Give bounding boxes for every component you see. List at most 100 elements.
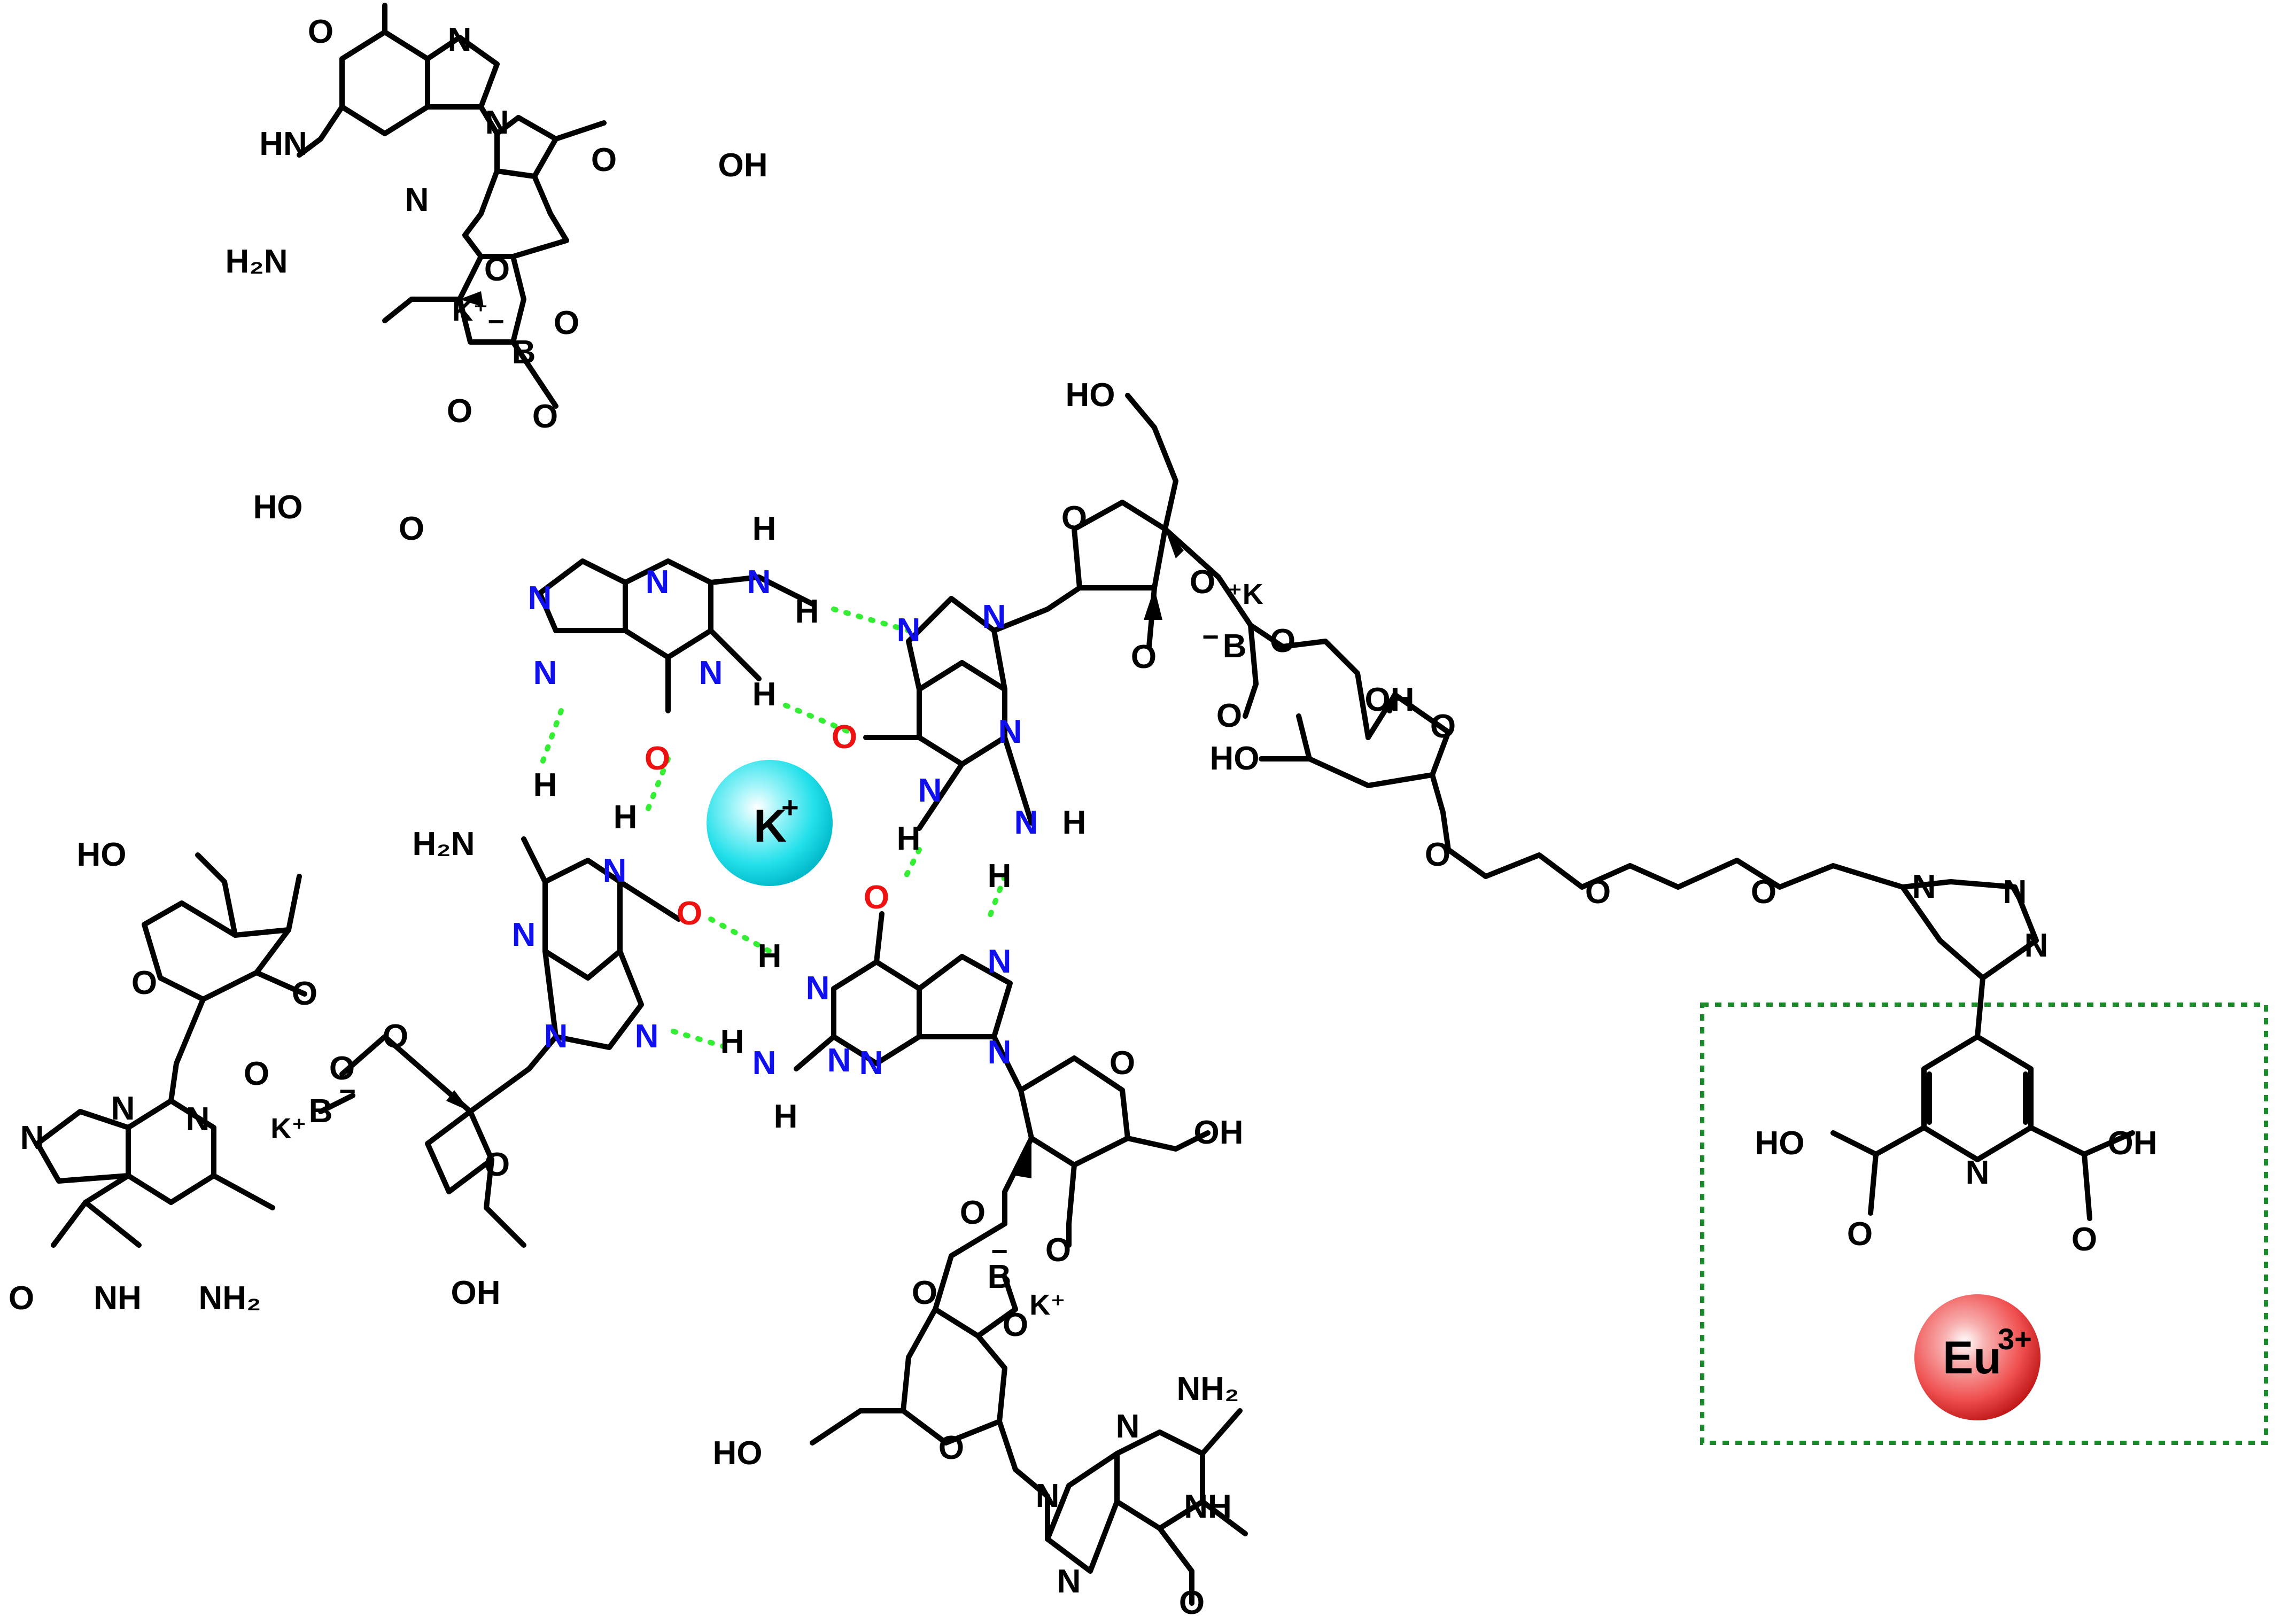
atom-label: O xyxy=(9,1280,34,1317)
bond xyxy=(532,174,569,243)
bond xyxy=(339,29,430,136)
bond xyxy=(484,1157,526,1248)
atom-label: H xyxy=(774,1098,798,1135)
atom-label: N xyxy=(988,943,1012,980)
hydrogen-bond xyxy=(644,756,671,815)
bond xyxy=(35,1109,131,1184)
bond xyxy=(339,1034,473,1114)
bond xyxy=(51,1173,131,1248)
atom-label: N xyxy=(528,580,552,617)
bond xyxy=(494,115,558,179)
hydrogen-bond xyxy=(537,708,564,772)
atom-label: O xyxy=(677,895,702,932)
atom-label: H xyxy=(752,510,777,547)
atom-label: N xyxy=(699,655,723,691)
atom-label: B xyxy=(988,1258,1012,1295)
atom-label: H xyxy=(752,676,777,713)
bond xyxy=(462,232,569,259)
atom-label: O xyxy=(554,305,579,341)
atom-label: HO xyxy=(1210,740,1260,777)
atom-label: N xyxy=(827,1042,851,1079)
bond xyxy=(1975,975,1985,1039)
atom-label: N xyxy=(1014,804,1038,841)
atom-label: O xyxy=(1179,1584,1205,1621)
wedge-bond xyxy=(1144,588,1162,620)
hydrogen-bond xyxy=(901,847,922,884)
atom-label: OH xyxy=(718,147,768,184)
atom-label: H₂N xyxy=(412,826,475,862)
atom-label: O xyxy=(447,393,472,430)
bond xyxy=(810,1408,906,1446)
atom-label: N xyxy=(982,599,1006,635)
atom-label: N xyxy=(859,1045,883,1082)
eu-ion-symbol: Eu xyxy=(1943,1332,2001,1384)
bond xyxy=(425,1066,532,1194)
bond xyxy=(526,1034,558,1071)
europium-ion: Eu 3+ xyxy=(1914,1294,2041,1420)
atom-label: HN xyxy=(259,126,307,162)
atom-label: N xyxy=(1912,868,1936,905)
bond xyxy=(991,585,1082,633)
atom-label: N xyxy=(512,916,536,953)
atom-label: H₂N xyxy=(225,243,288,280)
atom-label: N xyxy=(186,1101,210,1138)
atom-label: NH xyxy=(94,1280,142,1317)
atom-label: O xyxy=(912,1275,937,1311)
k-ion-charge: + xyxy=(781,790,799,824)
atom-label: HO xyxy=(713,1435,763,1472)
bond xyxy=(1066,1162,1077,1248)
bond xyxy=(1002,735,1034,826)
atom-label: HO xyxy=(253,489,303,526)
atom-label: HO xyxy=(1755,1125,1805,1162)
bond xyxy=(286,874,302,933)
bond xyxy=(708,574,815,607)
atom-label: H xyxy=(897,820,921,857)
atom-label: N xyxy=(646,564,670,601)
bond xyxy=(874,911,885,965)
atom-label: H xyxy=(758,938,782,975)
atom-label: N xyxy=(544,1018,568,1055)
atom-label: B xyxy=(1223,628,1247,665)
bond xyxy=(462,168,500,238)
wedge-bond xyxy=(1015,1138,1031,1178)
atom-label: N xyxy=(2024,927,2049,964)
atom-label: B xyxy=(512,334,536,371)
atom-label: N xyxy=(752,1045,777,1082)
atom-label: O xyxy=(832,719,857,756)
atom-label: HO xyxy=(77,836,127,873)
atom-label: O xyxy=(1585,874,1611,911)
bond xyxy=(617,879,681,922)
bond xyxy=(906,596,1007,692)
atom-label: H xyxy=(1062,804,1087,841)
bond xyxy=(510,339,558,409)
atom-label: O xyxy=(960,1194,986,1231)
bond xyxy=(1921,1034,2034,1162)
atom-label: O xyxy=(1045,1232,1071,1269)
bond xyxy=(318,1093,355,1114)
atom-label: O xyxy=(308,13,333,50)
bond xyxy=(1248,623,1371,740)
atom-label: N xyxy=(405,182,429,219)
bond-layer xyxy=(35,3,2135,1606)
atom-label: K⁺ xyxy=(452,295,488,327)
bond xyxy=(521,836,548,884)
atom-label: N xyxy=(806,970,830,1007)
atom-label: O xyxy=(1131,639,1157,675)
atom-label: O xyxy=(399,510,424,547)
bond xyxy=(991,1034,1023,1093)
bond xyxy=(478,104,500,136)
atom-label: H xyxy=(614,799,638,836)
bond xyxy=(174,997,206,1066)
bond xyxy=(553,120,607,142)
atom-label: O xyxy=(484,251,510,288)
bond xyxy=(1868,1152,1879,1216)
atom-label: O xyxy=(1003,1307,1028,1343)
atom-label: O xyxy=(1425,836,1450,873)
bond xyxy=(2082,1152,2092,1221)
atom-label: O xyxy=(1190,564,1215,601)
atom-label: O xyxy=(484,1146,510,1183)
atom-label: O xyxy=(1847,1216,1873,1253)
atom-label: N xyxy=(988,1034,1012,1071)
